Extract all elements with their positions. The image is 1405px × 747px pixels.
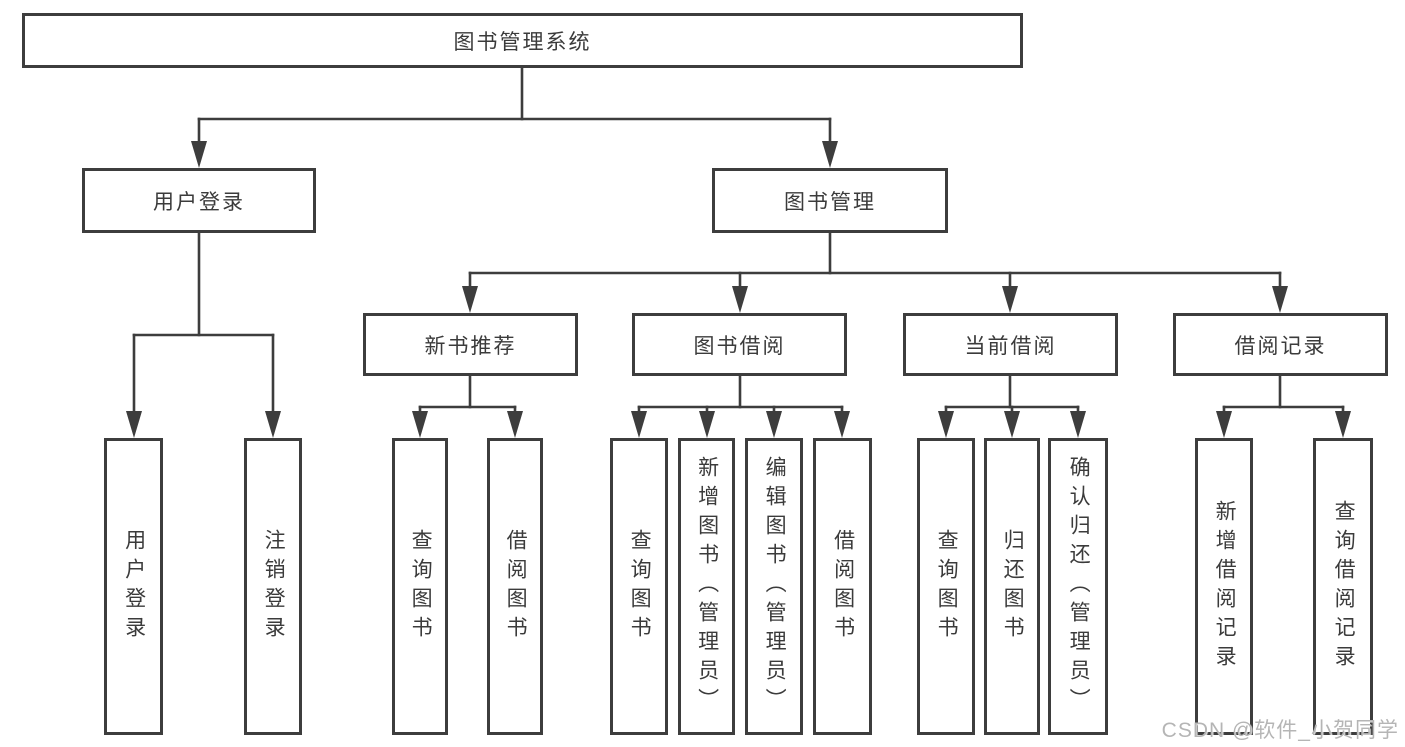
node-label: 借阅图书: [831, 528, 855, 645]
arrowhead: [1216, 411, 1232, 438]
node-new-book-recommend: 新书推荐: [363, 313, 578, 376]
arrowhead: [822, 141, 838, 168]
leaf-borrow-books: 借阅图书: [813, 438, 872, 735]
leaf-query-books-current: 查询图书: [917, 438, 975, 735]
csdn-watermark: CSDN @软件_小贺同学: [1161, 719, 1399, 742]
node-label: 查询借阅记录: [1332, 499, 1356, 674]
arrowhead: [732, 286, 748, 313]
node-label: 图书管理系统: [453, 30, 592, 54]
node-label: 借阅图书: [504, 528, 528, 645]
leaf-return-book: 归还图书: [984, 438, 1040, 735]
node-label: 新增图书（管理员）: [695, 456, 719, 717]
node-label: 注销登录: [262, 528, 286, 645]
node-label: 图书借阅: [693, 334, 786, 358]
arrowhead: [462, 286, 478, 313]
node-book-management: 图书管理: [712, 168, 948, 233]
leaf-edit-book-admin: 编辑图书（管理员）: [745, 438, 803, 735]
node-label: 新增借阅记录: [1213, 499, 1237, 674]
arrowhead: [507, 411, 523, 438]
node-label: 编辑图书（管理员）: [763, 456, 787, 717]
arrowhead: [834, 411, 850, 438]
node-label: 当前借阅: [964, 334, 1057, 358]
node-label: 借阅记录: [1234, 334, 1327, 358]
leaf-query-books-borrow: 查询图书: [610, 438, 668, 735]
leaf-borrow-books-recommend: 借阅图书: [487, 438, 543, 735]
node-label: 图书管理: [784, 190, 876, 214]
node-current-borrow: 当前借阅: [903, 313, 1118, 376]
node-root: 图书管理系统: [22, 13, 1023, 68]
arrowhead: [191, 141, 207, 168]
node-label: 新书推荐: [424, 334, 517, 358]
node-label: 确认归还（管理员）: [1067, 456, 1091, 717]
arrowhead: [1272, 286, 1288, 313]
leaf-user-login: 用户登录: [104, 438, 163, 735]
node-label: 归还图书: [1001, 528, 1025, 645]
node-label: 查询图书: [409, 528, 433, 645]
node-label: 用户登录: [122, 528, 146, 645]
node-label: 查询图书: [628, 528, 652, 645]
node-label: 查询图书: [935, 528, 959, 645]
arrowhead: [631, 411, 647, 438]
node-label: 用户登录: [153, 190, 245, 214]
node-user-login: 用户登录: [82, 168, 316, 233]
arrowhead: [1002, 286, 1018, 313]
arrowhead: [265, 411, 281, 438]
leaf-query-borrow-record: 查询借阅记录: [1313, 438, 1373, 735]
node-borrow-records: 借阅记录: [1173, 313, 1388, 376]
leaf-query-books-recommend: 查询图书: [392, 438, 448, 735]
arrowhead: [766, 411, 782, 438]
arrowhead: [938, 411, 954, 438]
leaf-confirm-return-admin: 确认归还（管理员）: [1048, 438, 1108, 735]
leaf-add-book-admin: 新增图书（管理员）: [678, 438, 735, 735]
arrowhead: [699, 411, 715, 438]
arrowhead: [1004, 411, 1020, 438]
arrowhead: [412, 411, 428, 438]
arrowhead: [1335, 411, 1351, 438]
leaf-add-borrow-record: 新增借阅记录: [1195, 438, 1253, 735]
arrowhead: [1070, 411, 1086, 438]
leaf-logout-login: 注销登录: [244, 438, 302, 735]
arrowhead: [126, 411, 142, 438]
node-book-borrow: 图书借阅: [632, 313, 847, 376]
